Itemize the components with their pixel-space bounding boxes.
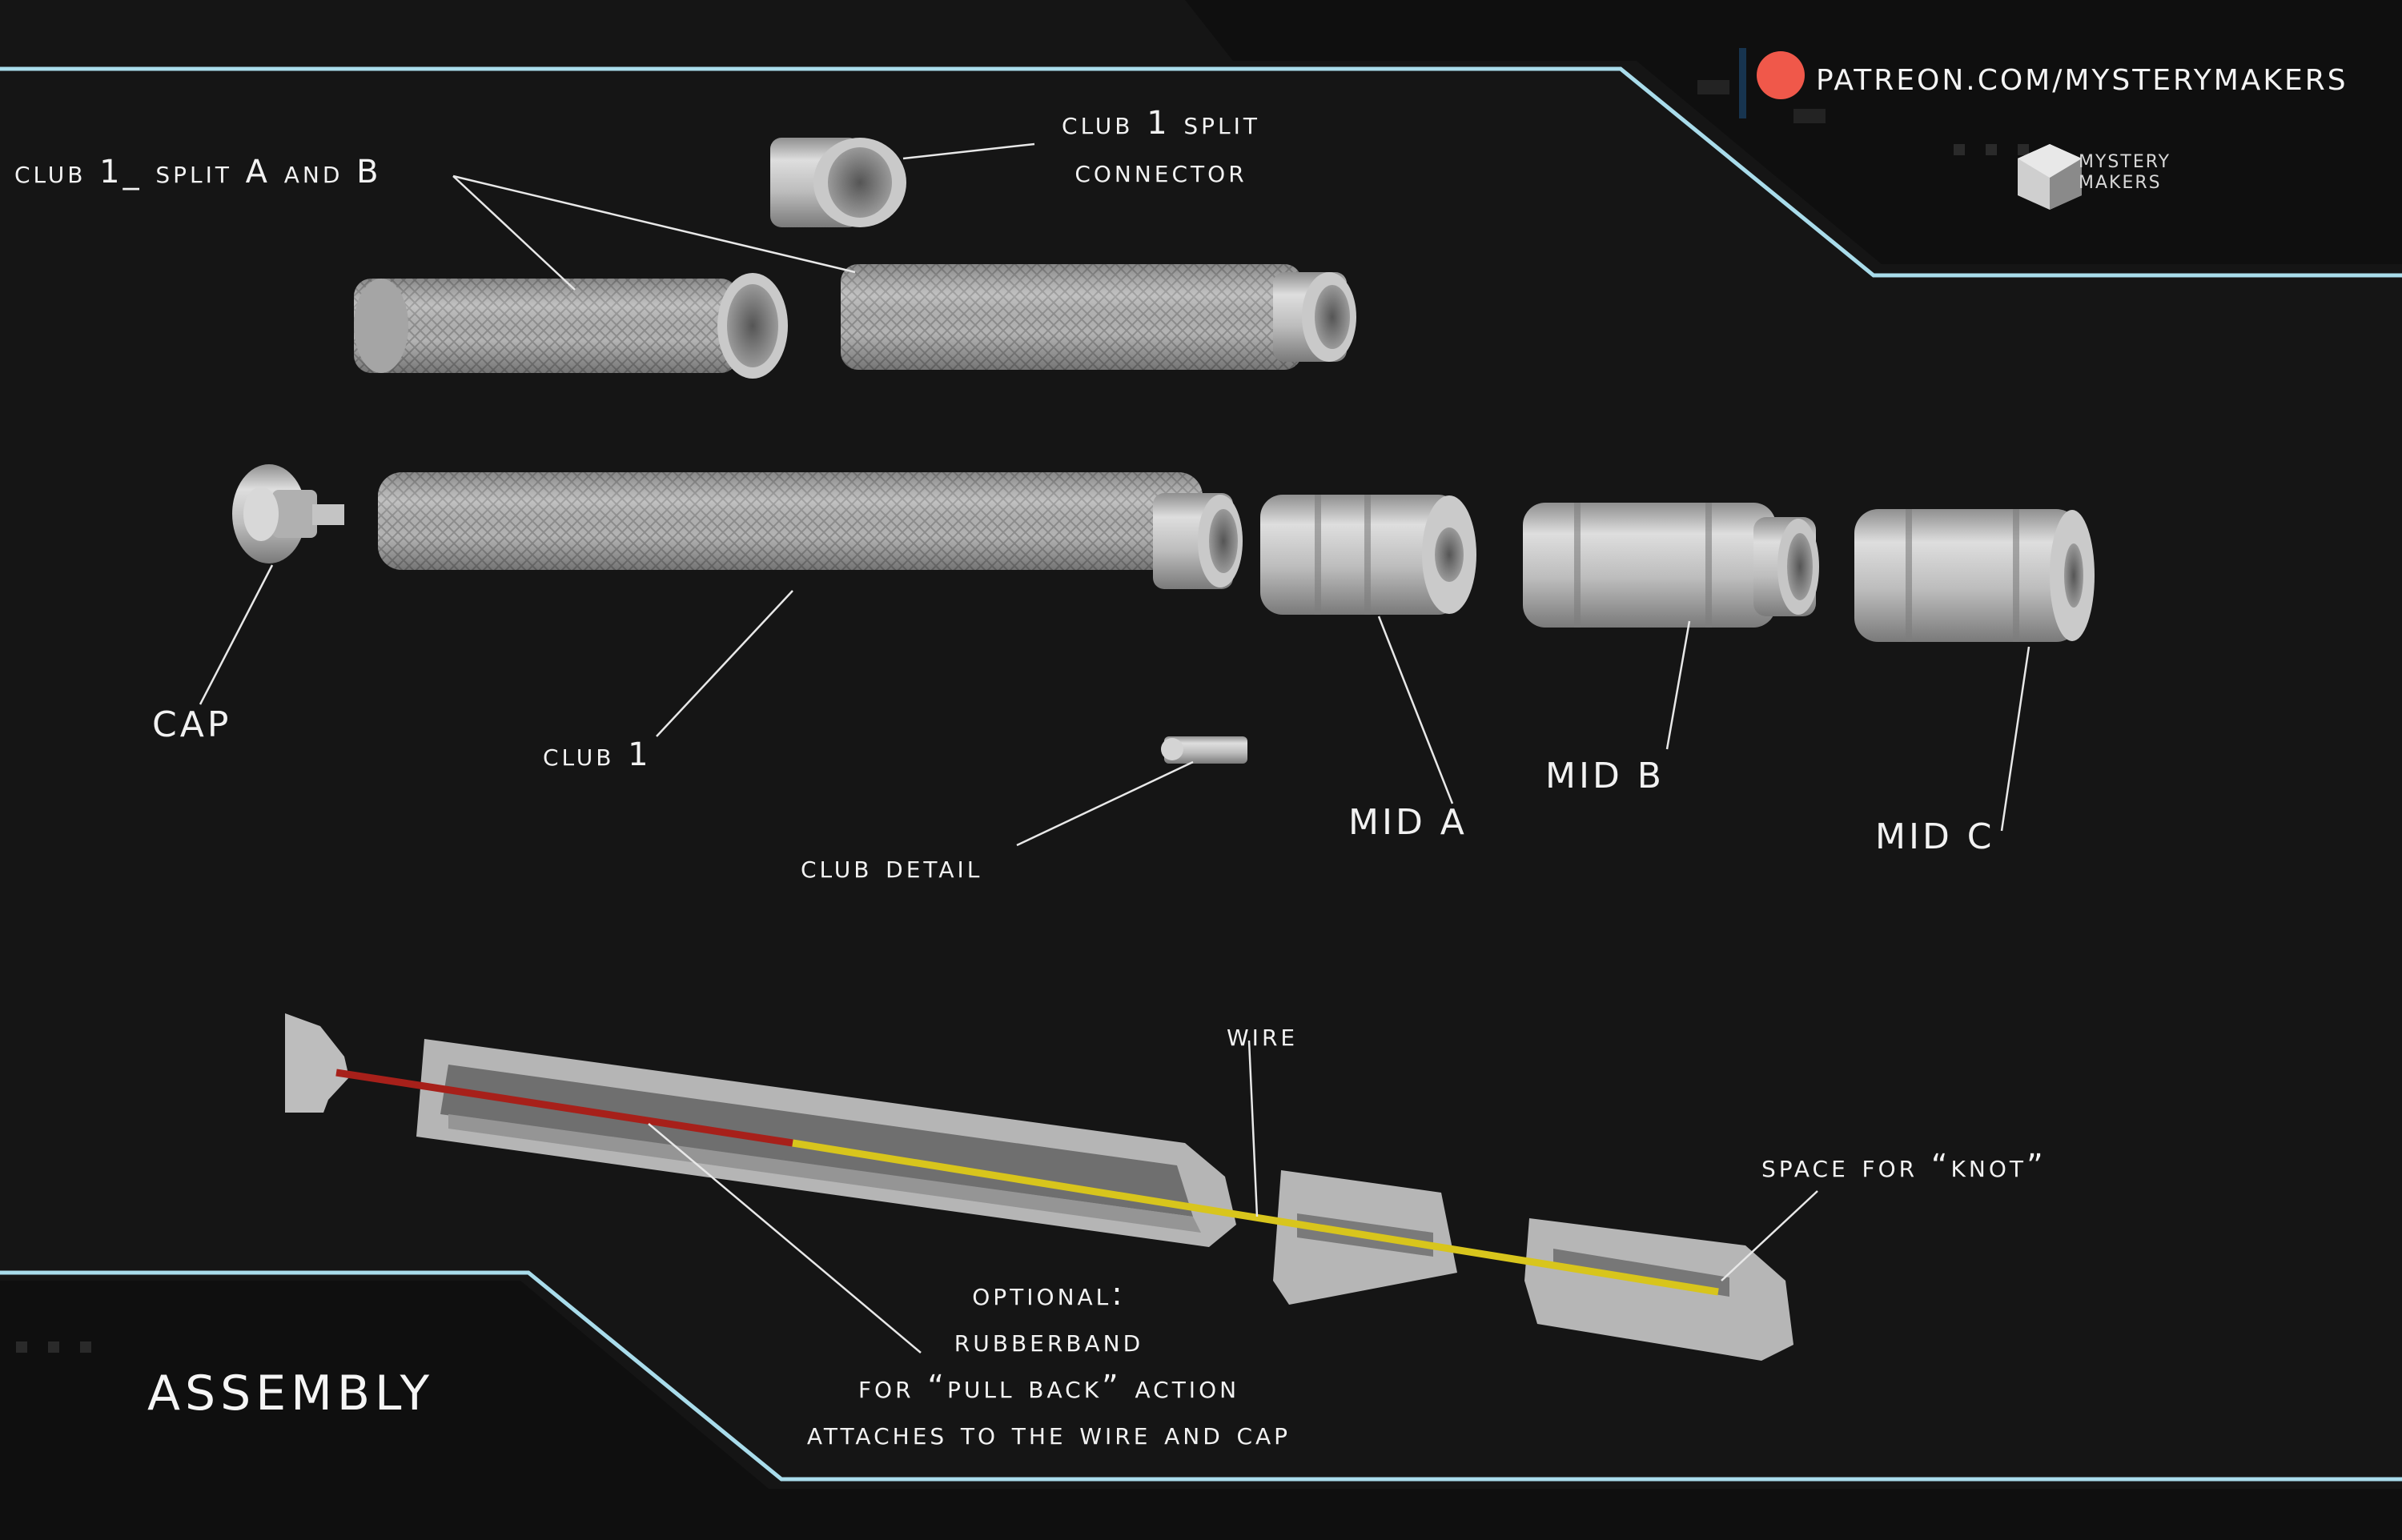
label-connector-line1: club 1 split xyxy=(1062,105,1260,142)
club-detail-part xyxy=(1161,736,1247,764)
brand-logo-line1: MYSTERY xyxy=(2079,152,2171,172)
label-mid-b: MID B xyxy=(1545,756,1665,796)
club-1-split-connector-part xyxy=(770,138,906,227)
mid-c-part xyxy=(1854,509,2095,642)
brand-logo-line2: MAKERS xyxy=(2079,173,2162,193)
label-connector-line2: connector xyxy=(1074,153,1247,190)
label-knot: space for “knot” xyxy=(1761,1148,2047,1185)
label-club-detail: club detail xyxy=(801,848,983,885)
label-wire: wire xyxy=(1227,1017,1299,1053)
label-split-a-and-b: club 1_ split A and B xyxy=(14,154,382,190)
leader-lines xyxy=(199,142,2030,1354)
label-club-1: club 1 xyxy=(543,736,652,773)
label-mid-c: MID C xyxy=(1875,816,1995,857)
patreon-url[interactable]: PATREON.COM/MYSTERYMAKERS xyxy=(1816,64,2348,97)
cap-part xyxy=(232,464,344,563)
brand-bar xyxy=(1739,48,1746,118)
mid-a-part xyxy=(1260,495,1476,615)
label-optional-line3: for “pull back” action xyxy=(858,1369,1240,1406)
assembly-cross-section xyxy=(285,1013,1793,1361)
mystery-makers-logo-icon xyxy=(2018,144,2082,210)
label-optional-line2: rubberband xyxy=(954,1322,1144,1359)
club-1-split-a-part xyxy=(354,273,788,379)
label-cap: CAP xyxy=(152,704,232,745)
label-mid-a: MID A xyxy=(1348,802,1468,843)
frame-lines xyxy=(0,66,2402,1482)
patreon-dot-icon xyxy=(1757,51,1805,99)
brand-logo-text: MYSTERY MAKERS xyxy=(2079,152,2171,194)
club-1-split-b-part xyxy=(841,264,1356,370)
label-optional-line4: attaches to the wire and cap xyxy=(806,1415,1291,1452)
club-1-part xyxy=(378,472,1243,589)
mid-b-part xyxy=(1523,503,1819,628)
label-optional: optional: rubberband for “pull back” act… xyxy=(721,1271,1377,1457)
page-title: ASSEMBLY xyxy=(147,1366,435,1422)
label-optional-line1: optional: xyxy=(972,1276,1126,1313)
label-connector: club 1 split connector xyxy=(1017,99,1305,195)
